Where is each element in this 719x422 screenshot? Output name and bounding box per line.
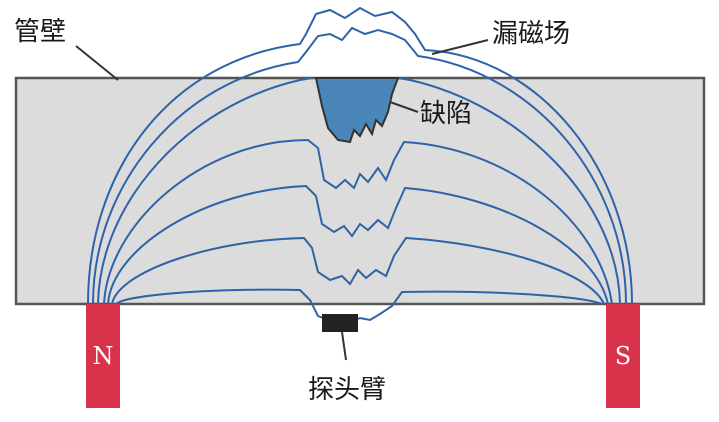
label-defect: 缺陷 <box>420 99 472 129</box>
magnet-south <box>606 304 640 408</box>
probe-sensor <box>322 314 358 332</box>
leader-probe-arm <box>341 331 347 361</box>
leader-defect <box>389 101 419 113</box>
magnet-south-label: S <box>615 342 631 370</box>
field-line-leakage-outer <box>87 6 633 305</box>
field-line-4 <box>103 138 613 305</box>
magnetic-field-lines <box>87 6 633 324</box>
label-pipe-wall: 管壁 <box>14 17 66 47</box>
magnet-north <box>86 304 120 408</box>
magnet-north-label: N <box>93 342 114 370</box>
defect-shape <box>314 77 400 144</box>
label-leakage-field: 漏磁场 <box>492 19 570 49</box>
field-line-leakage-inner <box>92 26 627 305</box>
leader-lines <box>75 39 489 361</box>
field-line-3 <box>97 77 621 305</box>
leader-leakage-field <box>431 39 489 55</box>
field-line-5 <box>107 184 609 305</box>
label-probe-arm: 探头臂 <box>308 375 386 405</box>
leader-pipe-wall <box>75 45 119 81</box>
field-line-6 <box>111 236 605 305</box>
